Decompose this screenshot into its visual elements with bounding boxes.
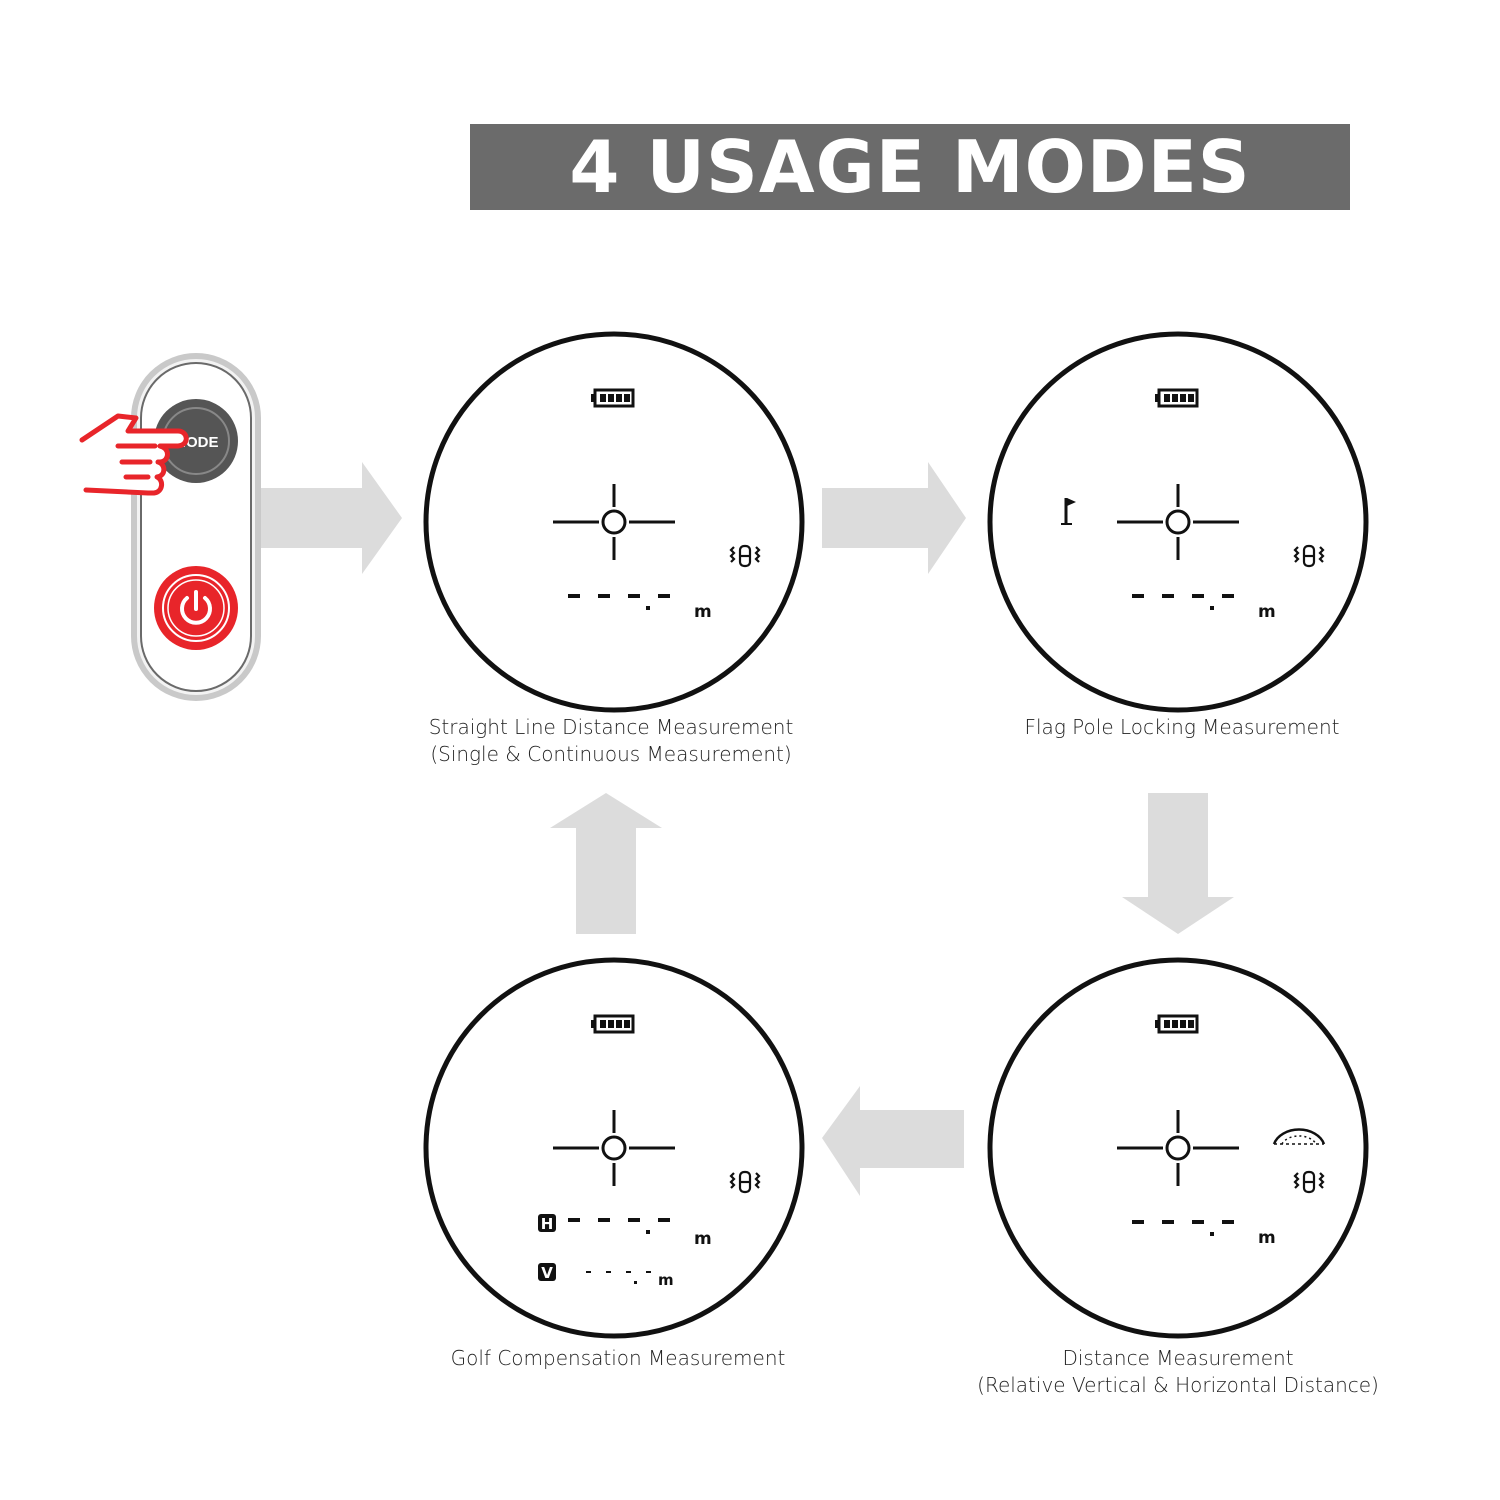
crosshair-reticle	[553, 484, 675, 560]
distance-readout	[568, 1218, 670, 1234]
power-button[interactable]	[154, 566, 238, 650]
vertical-readout	[586, 1271, 651, 1284]
caption-distance: Distance Measurement (Relative Vertical …	[958, 1345, 1398, 1399]
caption-line-1: Golf Compensation Measurement	[450, 1346, 786, 1370]
flag-icon	[1061, 498, 1076, 525]
distance-readout	[1132, 594, 1234, 610]
caption-line-1: Flag Pole Locking Measurement	[1024, 715, 1340, 739]
caption-line-1: Straight Line Distance Measurement	[428, 715, 794, 739]
vibration-icon	[729, 1170, 761, 1194]
scope-view-flag: m	[987, 331, 1369, 713]
horizontal-h-icon: H	[538, 1214, 556, 1233]
vibration-icon	[1293, 544, 1325, 568]
scope-ring	[987, 331, 1369, 713]
power-icon	[180, 590, 212, 625]
pressing-hand-icon	[79, 413, 189, 496]
scope-ring	[423, 331, 805, 713]
vertical-v-icon: V	[538, 1263, 556, 1282]
arrow-left-distance-to-golf	[822, 1086, 964, 1196]
caption-flag-pole: Flag Pole Locking Measurement	[962, 714, 1402, 741]
unit-label: m	[694, 602, 712, 622]
arrow-up-golf-to-straight	[550, 793, 662, 934]
arrow-down-flag-to-distance	[1122, 793, 1234, 934]
title-banner: 4 USAGE MODES	[470, 124, 1350, 210]
caption-line-2: (Relative Vertical & Horizontal Distance…	[977, 1373, 1379, 1397]
arrow-right-device-to-straight	[258, 462, 402, 574]
caption-line-1: Distance Measurement	[1062, 1346, 1294, 1370]
battery-icon	[1155, 388, 1199, 408]
vertical-unit-label: m	[658, 1271, 674, 1289]
battery-icon	[591, 1014, 635, 1034]
crosshair-reticle	[553, 1110, 675, 1186]
caption-straight-line: Straight Line Distance Measurement (Sing…	[391, 714, 831, 768]
rangefinder-device: MODE	[131, 353, 261, 701]
svg-text:H: H	[541, 1215, 554, 1233]
caption-line-2: (Single & Continuous Measurement)	[430, 742, 792, 766]
vibration-icon	[1293, 1170, 1325, 1194]
distance-readout	[1132, 1220, 1234, 1236]
caption-golf: Golf Compensation Measurement	[398, 1345, 838, 1372]
distance-readout	[568, 594, 670, 610]
unit-label: m	[1258, 1228, 1276, 1248]
svg-text:V: V	[541, 1264, 553, 1282]
battery-icon	[591, 388, 635, 408]
vibration-icon	[729, 544, 761, 568]
crosshair-reticle	[1117, 484, 1239, 560]
crosshair-reticle	[1117, 1110, 1239, 1186]
scope-ring	[423, 957, 805, 1339]
scope-view-distance: m	[987, 957, 1369, 1339]
unit-label: m	[1258, 602, 1276, 622]
banner-title: 4 USAGE MODES	[569, 125, 1251, 209]
scope-ring	[987, 957, 1369, 1339]
angle-arc-icon	[1272, 1128, 1326, 1145]
arrow-right-straight-to-flag	[822, 462, 966, 574]
unit-label: m	[694, 1229, 712, 1249]
scope-view-straight: m	[423, 331, 805, 713]
battery-icon	[1155, 1014, 1199, 1034]
